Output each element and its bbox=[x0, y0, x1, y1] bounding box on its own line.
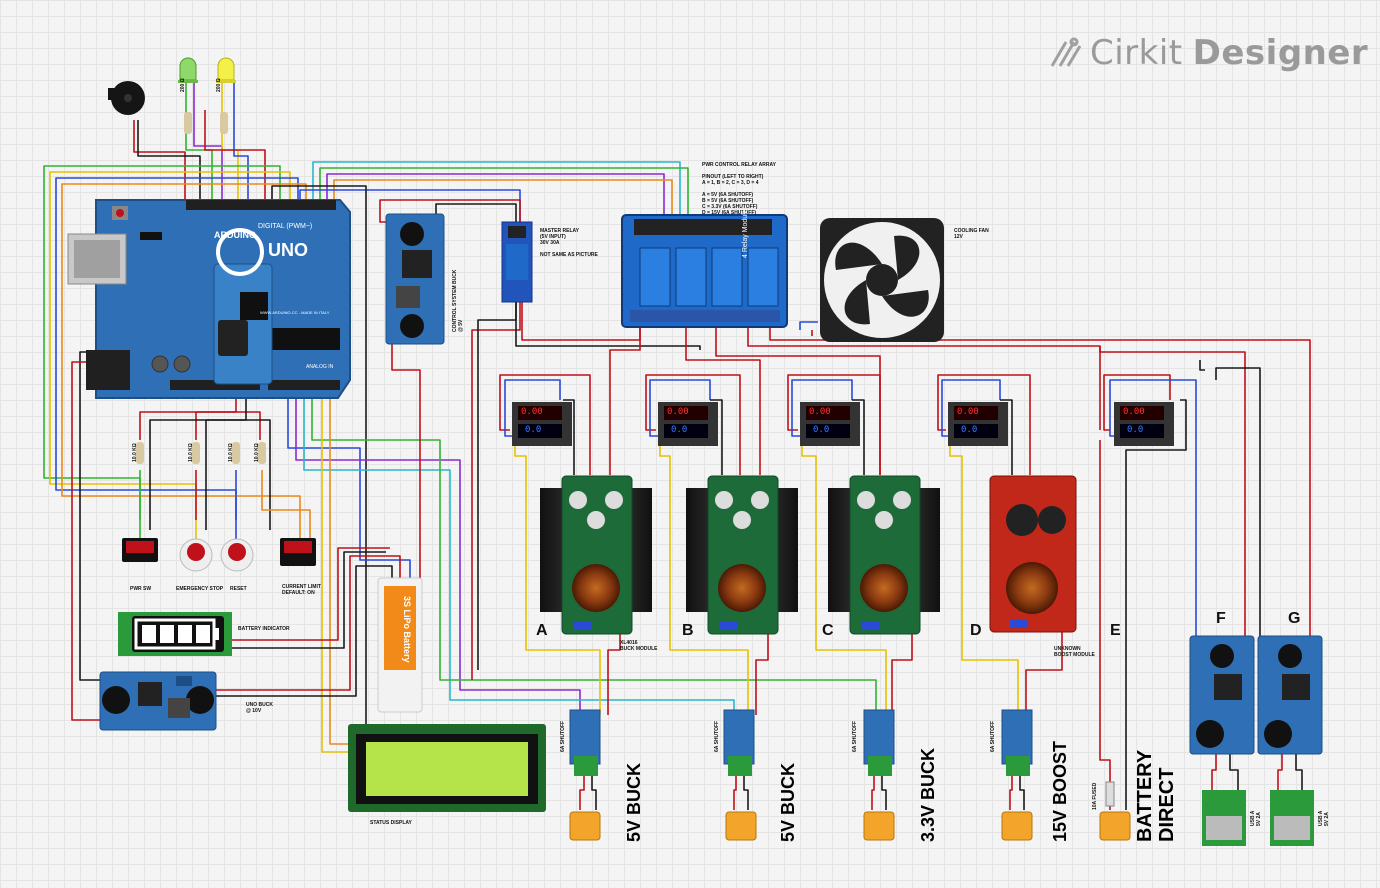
switch-resistor-1-value: 10.0 kΩ bbox=[132, 443, 138, 462]
channel-g-letter: G bbox=[1288, 610, 1301, 627]
relay-module-text: 4 Relay Module bbox=[742, 209, 749, 258]
cooling-fan bbox=[820, 218, 944, 342]
status-lcd bbox=[348, 724, 546, 812]
brand-name-light: Cirkit bbox=[1090, 33, 1183, 73]
buzzer bbox=[108, 81, 145, 115]
fused-label: 10A FUSED bbox=[1092, 782, 1098, 810]
meter-a-volts: 0.00 bbox=[521, 407, 543, 417]
reset-label: RESET bbox=[230, 586, 247, 592]
voltmeter-d bbox=[948, 402, 1008, 446]
boost-module-label: UNKNOWN BOOST MODULE bbox=[1054, 646, 1095, 658]
switch-resistors bbox=[136, 442, 266, 464]
shutoff-module-a bbox=[569, 709, 601, 776]
voltmeter-c bbox=[800, 402, 860, 446]
arduino-uno-board: ARDUINO UNO DIGITAL (PWM~) ANALOG IN WWW… bbox=[67, 199, 351, 399]
control-system-buck bbox=[385, 213, 445, 345]
battery-indicator-label: BATTERY INDICATOR bbox=[238, 626, 290, 632]
meter-e-volts: 0.00 bbox=[1123, 407, 1145, 417]
power-switch[interactable] bbox=[122, 538, 158, 562]
master-relay bbox=[501, 221, 533, 303]
switch-resistor-4-value: 10.0 kΩ bbox=[254, 443, 260, 462]
current-limit-switch[interactable] bbox=[280, 538, 316, 566]
usb-f-label: USB A 5V 2A bbox=[1250, 810, 1262, 826]
cooling-fan-label: COOLING FAN 12V bbox=[954, 228, 989, 240]
relay-array bbox=[621, 214, 788, 328]
channel-e-letter: E bbox=[1110, 622, 1121, 639]
shutoff-d-label: 6A SHUTOFF bbox=[990, 720, 996, 752]
output-d-label: 15V BOOST bbox=[1050, 740, 1070, 842]
arduino-url: WWW.ARDUINO.CC - MADE IN ITALY bbox=[260, 310, 330, 315]
battery-indicator bbox=[118, 612, 232, 656]
output-a-label: 5V BUCK bbox=[624, 762, 644, 842]
green-led bbox=[178, 57, 198, 83]
uno-buck-module bbox=[99, 671, 217, 731]
switch-resistor-2-value: 10.0 kΩ bbox=[188, 443, 194, 462]
usb-g-label: USB A 5V 2A bbox=[1318, 810, 1330, 826]
arduino-uno-text: UNO bbox=[268, 240, 308, 260]
output-b-label: 5V BUCK bbox=[778, 762, 798, 842]
arduino-analog-header: ANALOG IN bbox=[306, 364, 334, 370]
boost-module-d bbox=[989, 475, 1077, 633]
xl4016-label: XL4016 BUCK MODULE bbox=[620, 640, 658, 652]
channel-f-letter: F bbox=[1216, 610, 1226, 627]
shutoff-a-label: 6A SHUTOFF bbox=[560, 720, 566, 752]
shutoff-c-label: 6A SHUTOFF bbox=[852, 720, 858, 752]
arduino-digital-header: DIGITAL (PWM~) bbox=[258, 223, 312, 230]
battery-label: 3S LiPo Battery bbox=[402, 596, 412, 663]
emergency-stop-button[interactable] bbox=[179, 538, 213, 572]
master-relay-note: MASTER RELAY (5V INPUT) 30V 30A NOT SAME… bbox=[540, 228, 598, 258]
output-c-label: 3.3V BUCK bbox=[918, 747, 938, 842]
cirkit-logo-icon bbox=[1050, 37, 1082, 67]
usb-board-f bbox=[1202, 790, 1246, 846]
output-e-label: BATTERY DIRECT bbox=[1134, 750, 1178, 842]
shutoff-module-b bbox=[723, 709, 755, 776]
pwr-sw-label: PWR SW bbox=[130, 586, 152, 592]
channel-d-letter: D bbox=[970, 622, 982, 639]
voltmeter-a bbox=[512, 402, 572, 446]
usb-buck-g bbox=[1257, 635, 1323, 755]
yellow-led bbox=[216, 57, 236, 83]
uno-buck-label: UNO BUCK @ 10V bbox=[246, 702, 273, 714]
led-resistor-2 bbox=[220, 112, 228, 134]
channel-c-letter: C bbox=[822, 622, 834, 639]
usb-board-g bbox=[1270, 790, 1314, 846]
shutoff-b-label: 6A SHUTOFF bbox=[714, 720, 720, 752]
control-buck-label: CONTROL SYSTEM BUCK @ 5V bbox=[452, 269, 464, 332]
brand-name-bold: Designer bbox=[1192, 33, 1369, 73]
meter-d-amps: 0.0 bbox=[961, 425, 978, 435]
meter-a-amps: 0.0 bbox=[525, 425, 542, 435]
meter-e-amps: 0.0 bbox=[1127, 425, 1144, 435]
meter-d-volts: 0.00 bbox=[957, 407, 979, 417]
relay-array-note: PWR CONTROL RELAY ARRAY PINOUT (LEFT TO … bbox=[702, 162, 776, 216]
xt60-connectors bbox=[569, 811, 1131, 841]
buck-module-b bbox=[686, 475, 798, 635]
current-limit-label: CURRENT LIMIT DEFAULT: ON bbox=[282, 584, 321, 596]
led-resistor-1 bbox=[184, 112, 192, 134]
reset-button[interactable] bbox=[220, 538, 254, 572]
emergency-stop-label: EMERGENCY STOP bbox=[176, 586, 224, 592]
led-resistor-2-value: 200 Ω bbox=[216, 78, 222, 92]
voltmeter-b bbox=[658, 402, 718, 446]
channel-b-letter: B bbox=[682, 622, 694, 639]
wire-layer bbox=[43, 82, 1311, 810]
meter-c-amps: 0.0 bbox=[813, 425, 830, 435]
fuse bbox=[1105, 781, 1115, 807]
switch-resistor-3-value: 10.0 kΩ bbox=[228, 443, 234, 462]
lipo-battery: 3S LiPo Battery bbox=[377, 577, 423, 713]
arduino-logo-text: ARDUINO bbox=[214, 230, 256, 240]
meter-b-amps: 0.0 bbox=[671, 425, 688, 435]
status-display-label: STATUS DISPLAY bbox=[370, 820, 412, 826]
buck-module-c bbox=[828, 475, 940, 635]
usb-buck-f bbox=[1189, 635, 1255, 755]
meter-c-volts: 0.00 bbox=[809, 407, 831, 417]
buck-module-a bbox=[540, 475, 652, 635]
shutoff-module-d bbox=[1001, 709, 1033, 776]
voltmeter-e bbox=[1114, 402, 1174, 446]
shutoff-module-c bbox=[863, 709, 895, 776]
led-resistor-1-value: 200 Ω bbox=[180, 78, 186, 92]
channel-a-letter: A bbox=[536, 622, 548, 639]
meter-b-volts: 0.00 bbox=[667, 407, 689, 417]
